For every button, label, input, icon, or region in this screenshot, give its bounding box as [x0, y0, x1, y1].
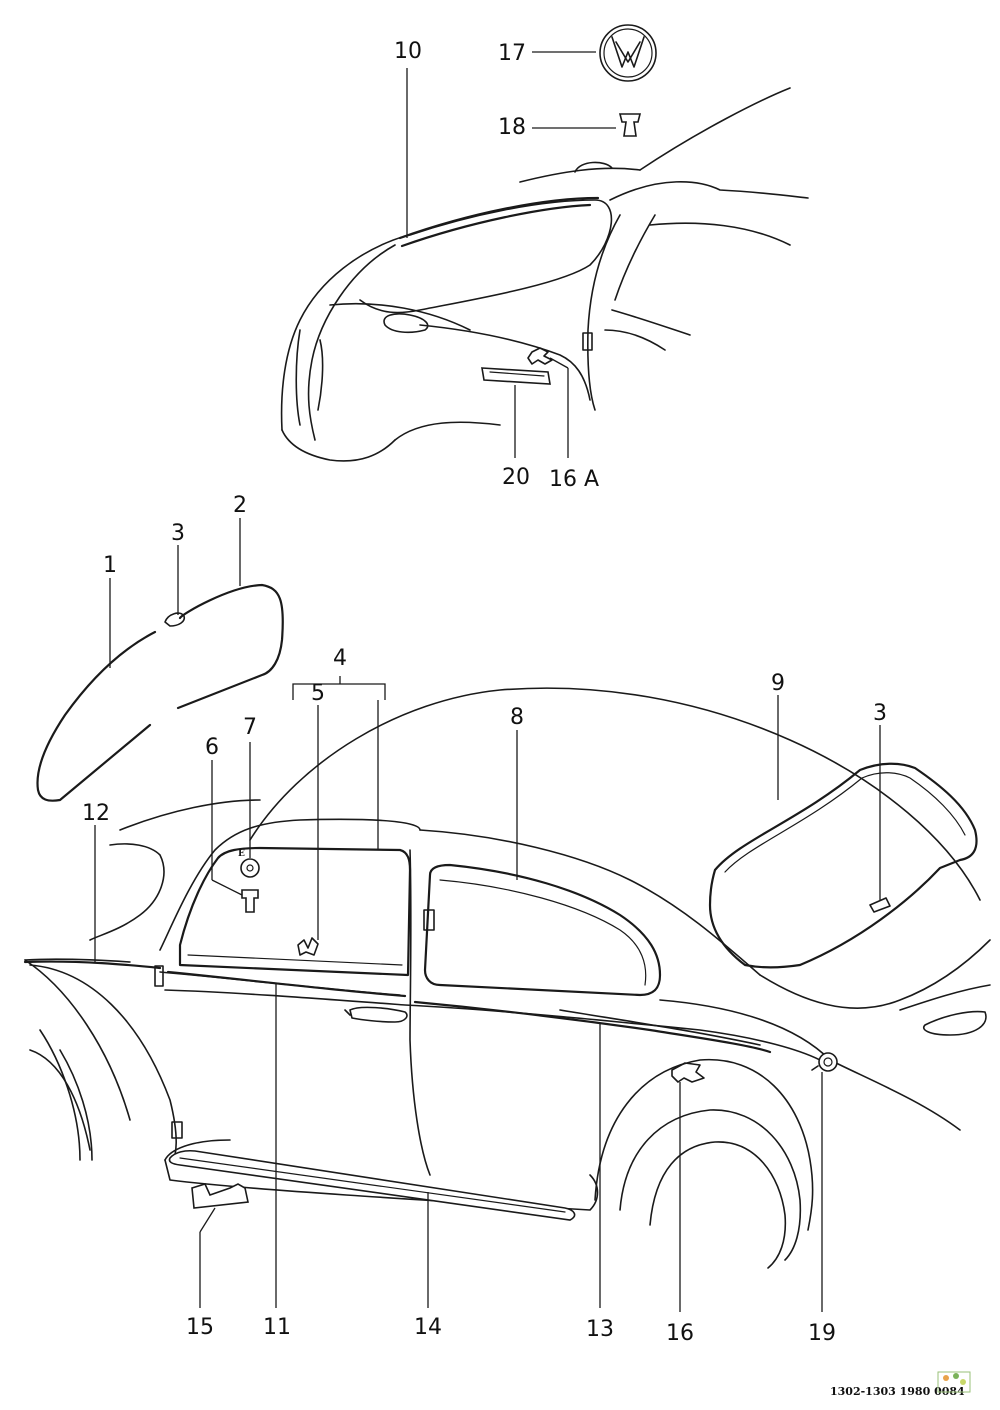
- callout-12: 12: [82, 801, 110, 826]
- callout-14: 14: [414, 1315, 442, 1340]
- callout-20: 20: [502, 465, 530, 490]
- callout-5: 5: [311, 681, 325, 706]
- callout-17: 17: [498, 41, 526, 66]
- callout-15: 15: [186, 1315, 214, 1340]
- corner-logo-icon: [937, 1371, 971, 1393]
- footer-reference: 1302-1303 1980 0084: [830, 1385, 965, 1398]
- callout-9: 9: [771, 671, 785, 696]
- callout-16a: 16 A: [549, 467, 599, 492]
- callout-3-left: 3: [171, 521, 185, 546]
- callout-19: 19: [808, 1321, 836, 1346]
- callout-1: 1: [103, 553, 117, 578]
- callout-10: 10: [394, 39, 422, 64]
- callout-4: 4: [333, 646, 347, 671]
- callout-8: 8: [510, 705, 524, 730]
- callout-18: 18: [498, 115, 526, 140]
- callout-2: 2: [233, 493, 247, 518]
- callout-7: 7: [243, 715, 257, 740]
- part-7-marker: E: [238, 849, 245, 859]
- callout-13: 13: [586, 1317, 614, 1342]
- callout-numbers: 17 10 18 20 16 A 2 3 1 4 5 9 8 3 7 6 12 …: [82, 39, 887, 1346]
- callout-6: 6: [205, 735, 219, 760]
- side-view-drawing: [23, 583, 991, 1269]
- callout-16: 16: [666, 1321, 694, 1346]
- leader-lines: [94, 51, 881, 1312]
- callout-11: 11: [263, 1315, 291, 1340]
- front-view-drawing: [280, 24, 809, 462]
- callout-3-right: 3: [873, 701, 887, 726]
